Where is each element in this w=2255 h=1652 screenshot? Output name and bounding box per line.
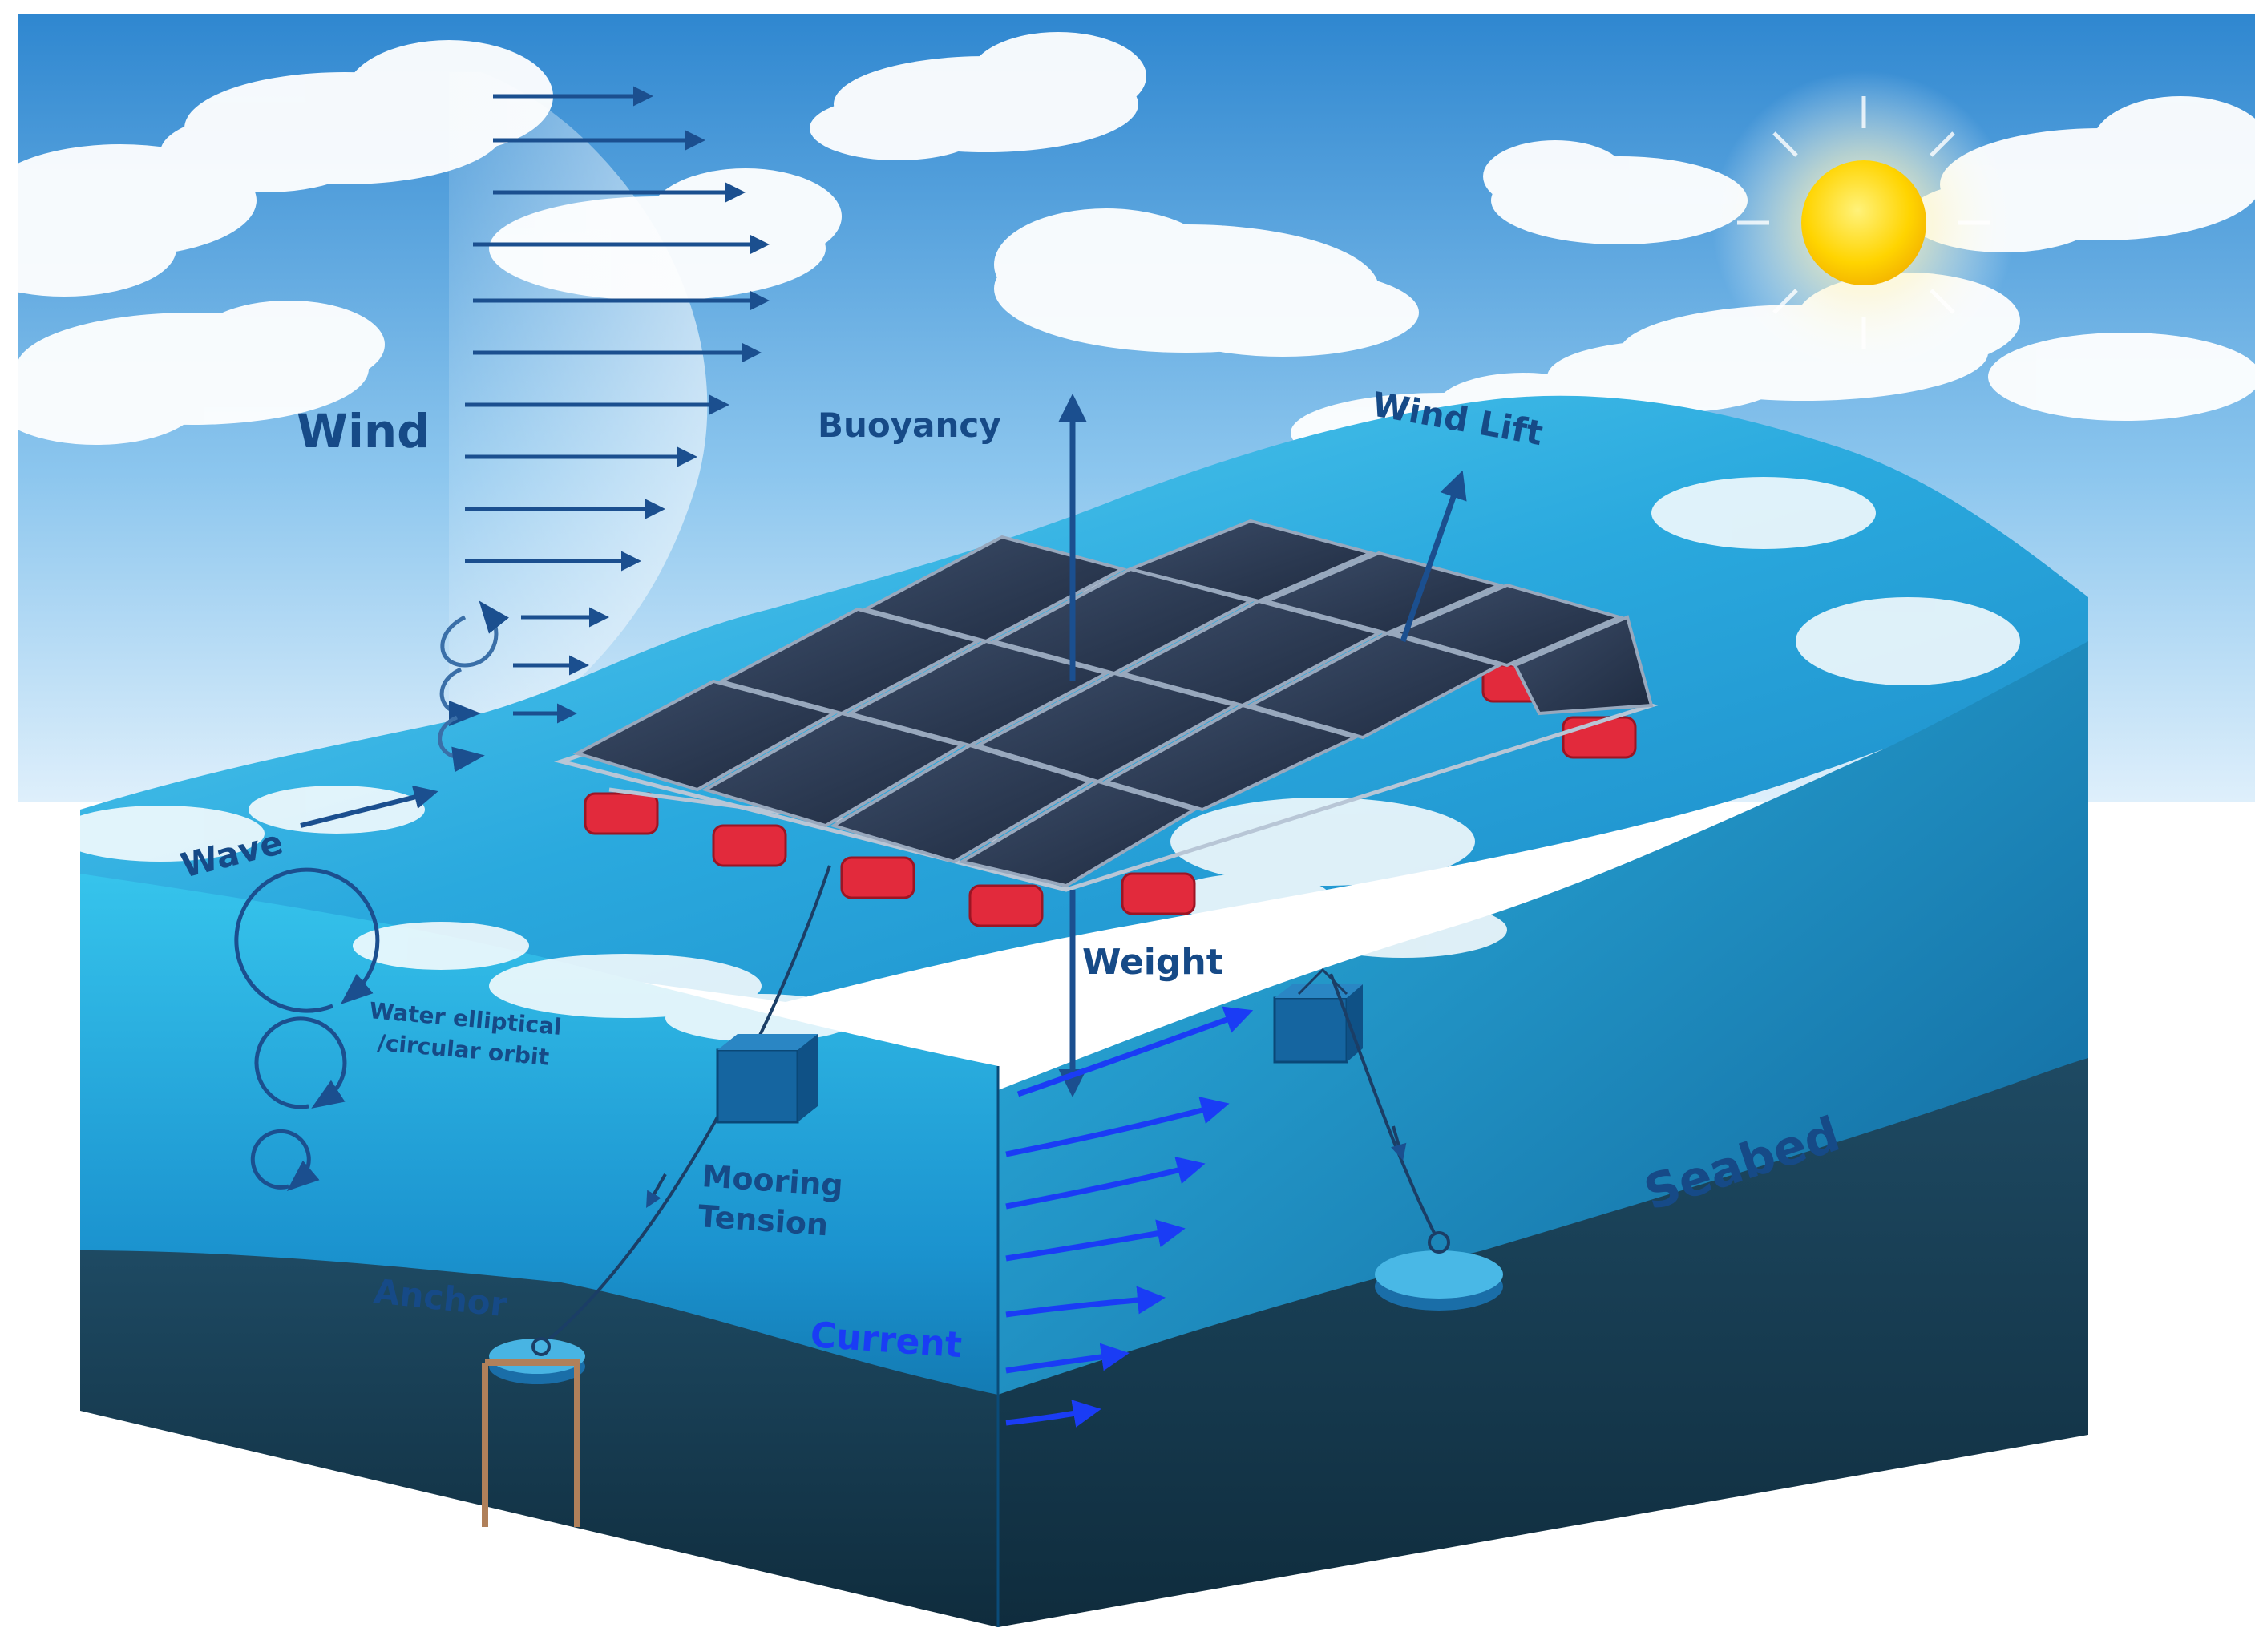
buoyancy-label: Buoyancy <box>818 406 1001 445</box>
sea-side-right <box>998 641 2088 1499</box>
anchor-block-icon <box>1273 967 1363 1064</box>
solar-panel-icon <box>1261 551 1505 636</box>
cloud <box>0 144 257 297</box>
cloud <box>994 208 1419 357</box>
seabed-side-right <box>998 1058 2088 1627</box>
wind-turbulence-arrows <box>438 600 509 773</box>
wind-label: Wind <box>297 404 430 458</box>
cloud <box>810 32 1146 160</box>
wind-lift-arrow <box>1400 470 1467 643</box>
solar-panel-icon <box>717 607 983 716</box>
float-buoy-icon <box>840 856 915 899</box>
seabed-side-front <box>80 1250 998 1627</box>
solar-panel-icon <box>1101 703 1360 812</box>
floats <box>584 664 1637 927</box>
wave-arrow <box>300 785 438 828</box>
mooring-direction-arrow <box>646 1173 667 1208</box>
pv-platform <box>554 519 1659 927</box>
mooring-system <box>482 865 1503 1527</box>
solar-panel-icon <box>1125 519 1376 604</box>
sun-icon <box>1711 71 2016 375</box>
current-arrows <box>1005 1006 1254 1428</box>
cloud <box>1988 333 2255 421</box>
anchor-block-icon <box>716 1034 818 1124</box>
wave-foam <box>56 477 2020 1042</box>
solar-panels <box>572 519 1654 888</box>
anchor-pile-icon <box>482 1337 585 1527</box>
anchor-disc-icon <box>1375 1231 1503 1311</box>
wind-arrows <box>465 86 770 724</box>
solar-panel-icon <box>1117 599 1384 708</box>
cloud <box>1483 140 1748 244</box>
cloud <box>0 301 385 445</box>
solar-panel-icon <box>1390 583 1624 668</box>
float-buoy-icon <box>968 884 1044 927</box>
solar-panel-icon <box>701 711 967 828</box>
solar-panel-icon <box>1513 615 1654 716</box>
water-orbit-arrows <box>234 867 380 1192</box>
mooring-line-right <box>1329 973 1437 1235</box>
solar-panel-icon <box>1246 631 1504 740</box>
float-buoy-icon <box>584 792 659 835</box>
solar-panel-icon <box>572 679 839 792</box>
wind-profile-veil <box>449 72 708 745</box>
weight-label: Weight <box>1082 942 1223 983</box>
float-buoy-icon <box>712 824 787 867</box>
mooring-line-left <box>544 865 831 1344</box>
solar-panel-icon <box>957 779 1198 888</box>
float-buoy-icon <box>1121 872 1196 915</box>
mooring-direction-arrow <box>1391 1125 1407 1161</box>
solar-panel-icon <box>973 671 1239 784</box>
solar-panel-icon <box>845 639 1111 748</box>
solar-panel-icon <box>830 743 1094 864</box>
solar-panel-icon <box>861 535 1127 644</box>
